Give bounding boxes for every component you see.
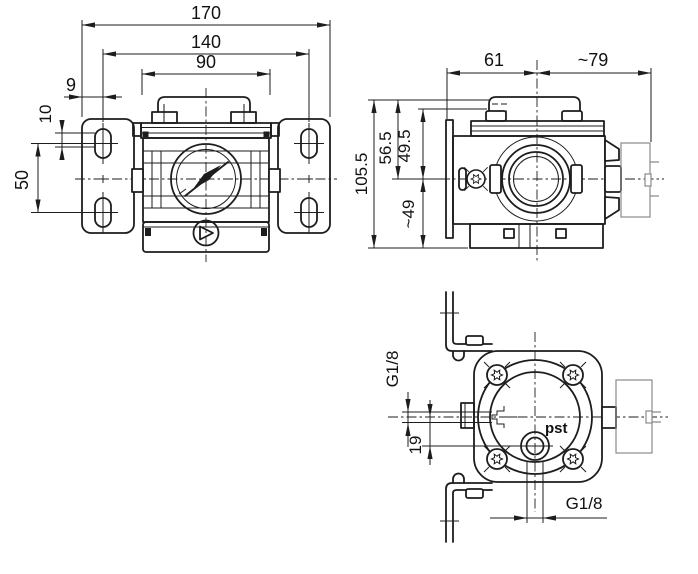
torx-screw-icon: [559, 445, 587, 473]
dim-top-to-axis: 56.5: [376, 131, 395, 164]
pressure-gauge: [170, 143, 242, 215]
torx-screw-icon: [463, 166, 489, 192]
front-view: 170 140 90 9 10 50: [12, 3, 337, 262]
regulator-body-bottom: pst: [402, 350, 661, 483]
side-view: 61 ~79 105.5 56.5 49.5 ~49: [352, 50, 664, 262]
flow-direction-symbol: [192, 219, 220, 247]
side-port-boss-right: [268, 168, 281, 193]
angle-bracket-top: [440, 291, 493, 362]
dim-slot-row-pitch: 50: [12, 170, 32, 190]
side-port-boss-left: [131, 168, 144, 193]
dim-cap-to-axis: 49.5: [395, 129, 414, 162]
bottom-view: pst G1/8 19: [383, 291, 668, 543]
front-dimensions: 170 140 90 9 10 50: [12, 3, 331, 213]
regulator-body-side: [445, 96, 659, 249]
dim-body-width: 90: [196, 52, 216, 72]
mounting-bracket-right: [277, 118, 331, 234]
outlet-stub: [604, 165, 622, 193]
regulator-body-front: [131, 96, 281, 253]
angle-bracket-bottom: [440, 472, 493, 543]
dim-overall-height: 105.5: [352, 153, 371, 196]
adjustment-cap: [157, 96, 251, 124]
torx-screw-icon: [559, 361, 587, 389]
dim-slot-length: 10: [36, 105, 55, 124]
bottom-dimensions: G1/8 19 G1/8: [383, 351, 607, 523]
dim-axis-to-bottom: ~49: [399, 200, 418, 229]
port-boss: [489, 136, 583, 222]
gauge-port: [460, 402, 475, 429]
phantom-attachment-bottom: [615, 379, 661, 454]
dim-mount-slot-spacing: 140: [191, 32, 221, 52]
dim-axis-to-rear: ~79: [578, 50, 609, 70]
sensing-slot: [458, 167, 467, 191]
side-centerlines: [440, 60, 664, 262]
dim-slot-edge-offset: 9: [66, 75, 76, 95]
mounting-bracket-left: [81, 118, 135, 234]
torx-screw-icon: [483, 361, 511, 389]
dim-axis-to-pilot-port: 19: [406, 436, 425, 455]
torx-screw-icon: [483, 445, 511, 473]
dim-overall-width: 170: [191, 3, 221, 23]
label-pilot-port: pst: [545, 420, 568, 437]
dim-axis-to-mount-face: 61: [484, 50, 504, 70]
outlet-stub-bottom: [601, 406, 617, 429]
phantom-attachment-side: [620, 142, 659, 218]
dim-pilot-port-thread: G1/8: [566, 494, 603, 513]
adjustment-cap-side: [488, 96, 581, 122]
dim-side-port-thread: G1/8: [383, 351, 402, 388]
side-dimensions: 61 ~79 105.5 56.5 49.5 ~49: [352, 50, 652, 249]
